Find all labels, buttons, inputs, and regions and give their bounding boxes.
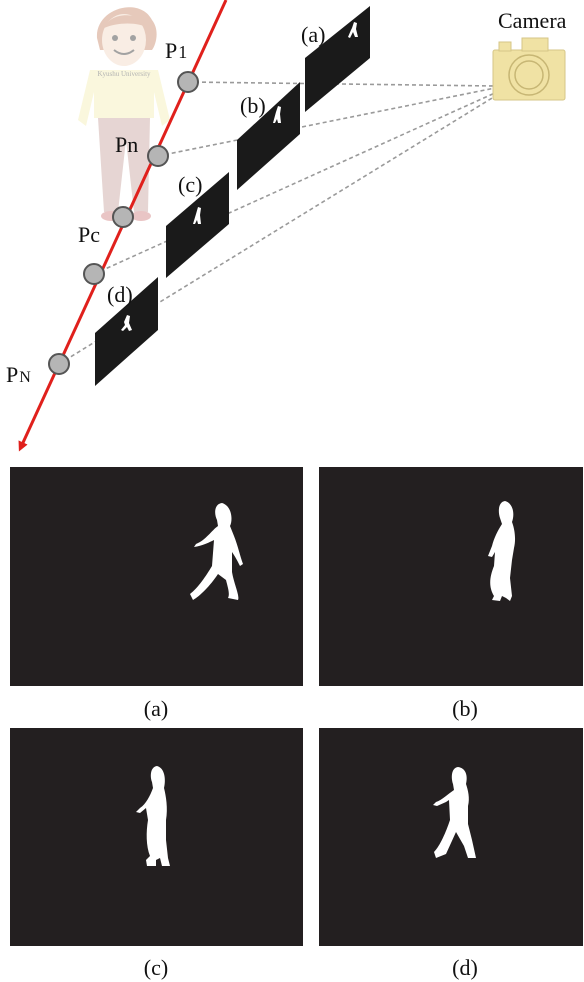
label-pN: PN — [6, 362, 31, 387]
silhouette-panel-d — [319, 728, 583, 946]
caption-d: (d) — [452, 955, 478, 980]
label-pn: Pn — [115, 132, 138, 157]
frame-d — [95, 277, 158, 386]
frame-label-a: (a) — [301, 22, 325, 47]
label-p1: P1 — [165, 38, 187, 63]
point-pc — [112, 206, 134, 228]
caption-b: (b) — [452, 696, 478, 721]
silhouette-d — [433, 767, 476, 858]
silhouette-panel-a — [10, 467, 303, 686]
frame-a — [305, 6, 370, 112]
shirt-text: Kyushu University — [97, 70, 151, 78]
camera-icon — [492, 37, 566, 101]
trajectory-points — [48, 71, 199, 375]
point-pn — [147, 145, 169, 167]
label-pc: Pc — [78, 222, 100, 247]
silhouette-panel-c — [10, 728, 303, 946]
frame-label-b: (b) — [240, 93, 266, 118]
camera-label: Camera — [498, 8, 567, 33]
point-unlabeled — [83, 263, 105, 285]
silhouette-c — [136, 766, 170, 866]
caption-c: (c) — [144, 955, 168, 980]
point-pN — [48, 353, 70, 375]
frame-label-c: (c) — [178, 172, 202, 197]
frame-b — [237, 82, 300, 190]
frame-label-d: (d) — [107, 282, 133, 307]
silhouette-panel-b — [319, 467, 583, 686]
silhouette-a — [190, 503, 243, 600]
person-illustration: Kyushu University — [78, 7, 170, 221]
caption-a: (a) — [144, 696, 168, 721]
frame-c — [166, 172, 229, 278]
point-p1 — [177, 71, 199, 93]
silhouette-b — [488, 501, 516, 601]
